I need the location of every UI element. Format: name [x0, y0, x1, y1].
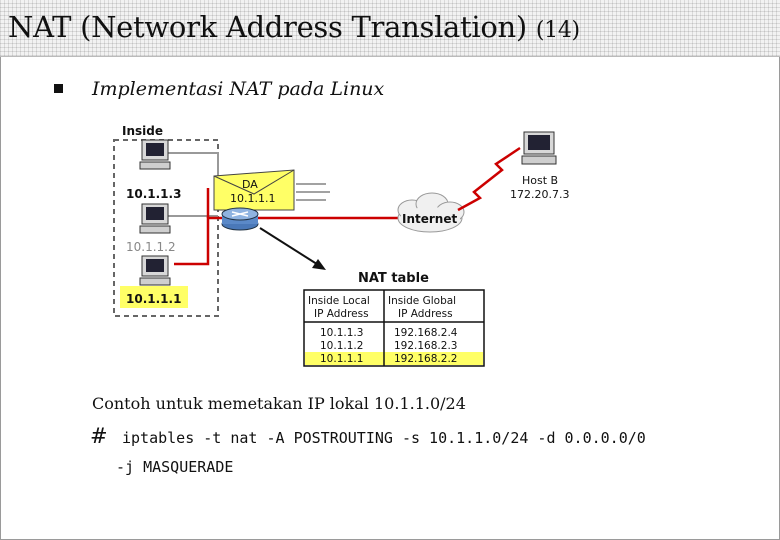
example-caption: Contoh untuk memetakan IP lokal 10.1.1.0…: [92, 394, 466, 413]
slide-title-text: NAT (Network Address Translation): [8, 10, 527, 44]
inside-box: [113, 139, 219, 317]
nat-cell: 10.1.1.2: [320, 340, 363, 352]
arrow-head-icon: [312, 259, 326, 270]
bullet-text: Implementasi NAT pada Linux: [92, 78, 385, 100]
nat-header-local: Inside Local: [308, 295, 370, 307]
nat-header-global: Inside Global: [388, 295, 456, 307]
nat-header-global-sub: IP Address: [398, 308, 453, 320]
nat-table-title: NAT table: [358, 271, 429, 286]
packet-address: 10.1.1.1: [230, 192, 275, 205]
bullet-square-icon: [54, 84, 63, 93]
packet-label: DA: [242, 178, 258, 191]
command-line-2: -j MASQUERADE: [116, 458, 234, 476]
nat-diagram: Inside 10.1.1.3 10.1.1.2 10.1.1.1 DA 10.…: [113, 124, 569, 367]
host-highlight: [120, 286, 188, 308]
slide-number: (14): [535, 18, 580, 43]
prompt-symbol: #: [90, 424, 108, 448]
slide-title: NAT (Network Address Translation) (14): [8, 10, 580, 44]
computer-icon: [139, 139, 171, 170]
nat-row-highlight: [305, 352, 483, 365]
packet-envelope: [213, 169, 330, 211]
wan-link-bolt: [457, 146, 521, 212]
arrow-to-nat-table: [259, 227, 321, 267]
host-ip: 10.1.1.2: [126, 240, 176, 254]
nat-cell: 10.1.1.1: [320, 353, 363, 365]
nat-cell: 192.168.2.3: [394, 340, 457, 352]
nat-table: [303, 289, 485, 367]
nat-cell: 192.168.2.4: [394, 327, 458, 339]
computer-icon: [521, 131, 557, 165]
host-ip: 10.1.1.3: [126, 187, 181, 201]
title-bar: NAT (Network Address Translation) (14): [0, 0, 780, 57]
command-line-1: iptables -t nat -A POSTROUTING -s 10.1.1…: [122, 429, 646, 447]
host-b-name: Host B: [522, 174, 558, 187]
computer-icon: [139, 255, 171, 286]
cloud-icon: [397, 192, 465, 233]
nat-header-local-sub: IP Address: [314, 308, 369, 320]
router-icon: [221, 207, 259, 231]
inside-label: Inside: [122, 124, 163, 138]
host-b-ip: 172.20.7.3: [510, 188, 569, 201]
wire-red: [174, 216, 222, 266]
nat-cell: 10.1.1.3: [320, 327, 363, 339]
cloud-label: Internet: [402, 212, 457, 226]
nat-cell: 192.168.2.2: [394, 353, 457, 365]
computer-icon: [139, 203, 171, 234]
host-ip: 10.1.1.1: [126, 292, 181, 306]
